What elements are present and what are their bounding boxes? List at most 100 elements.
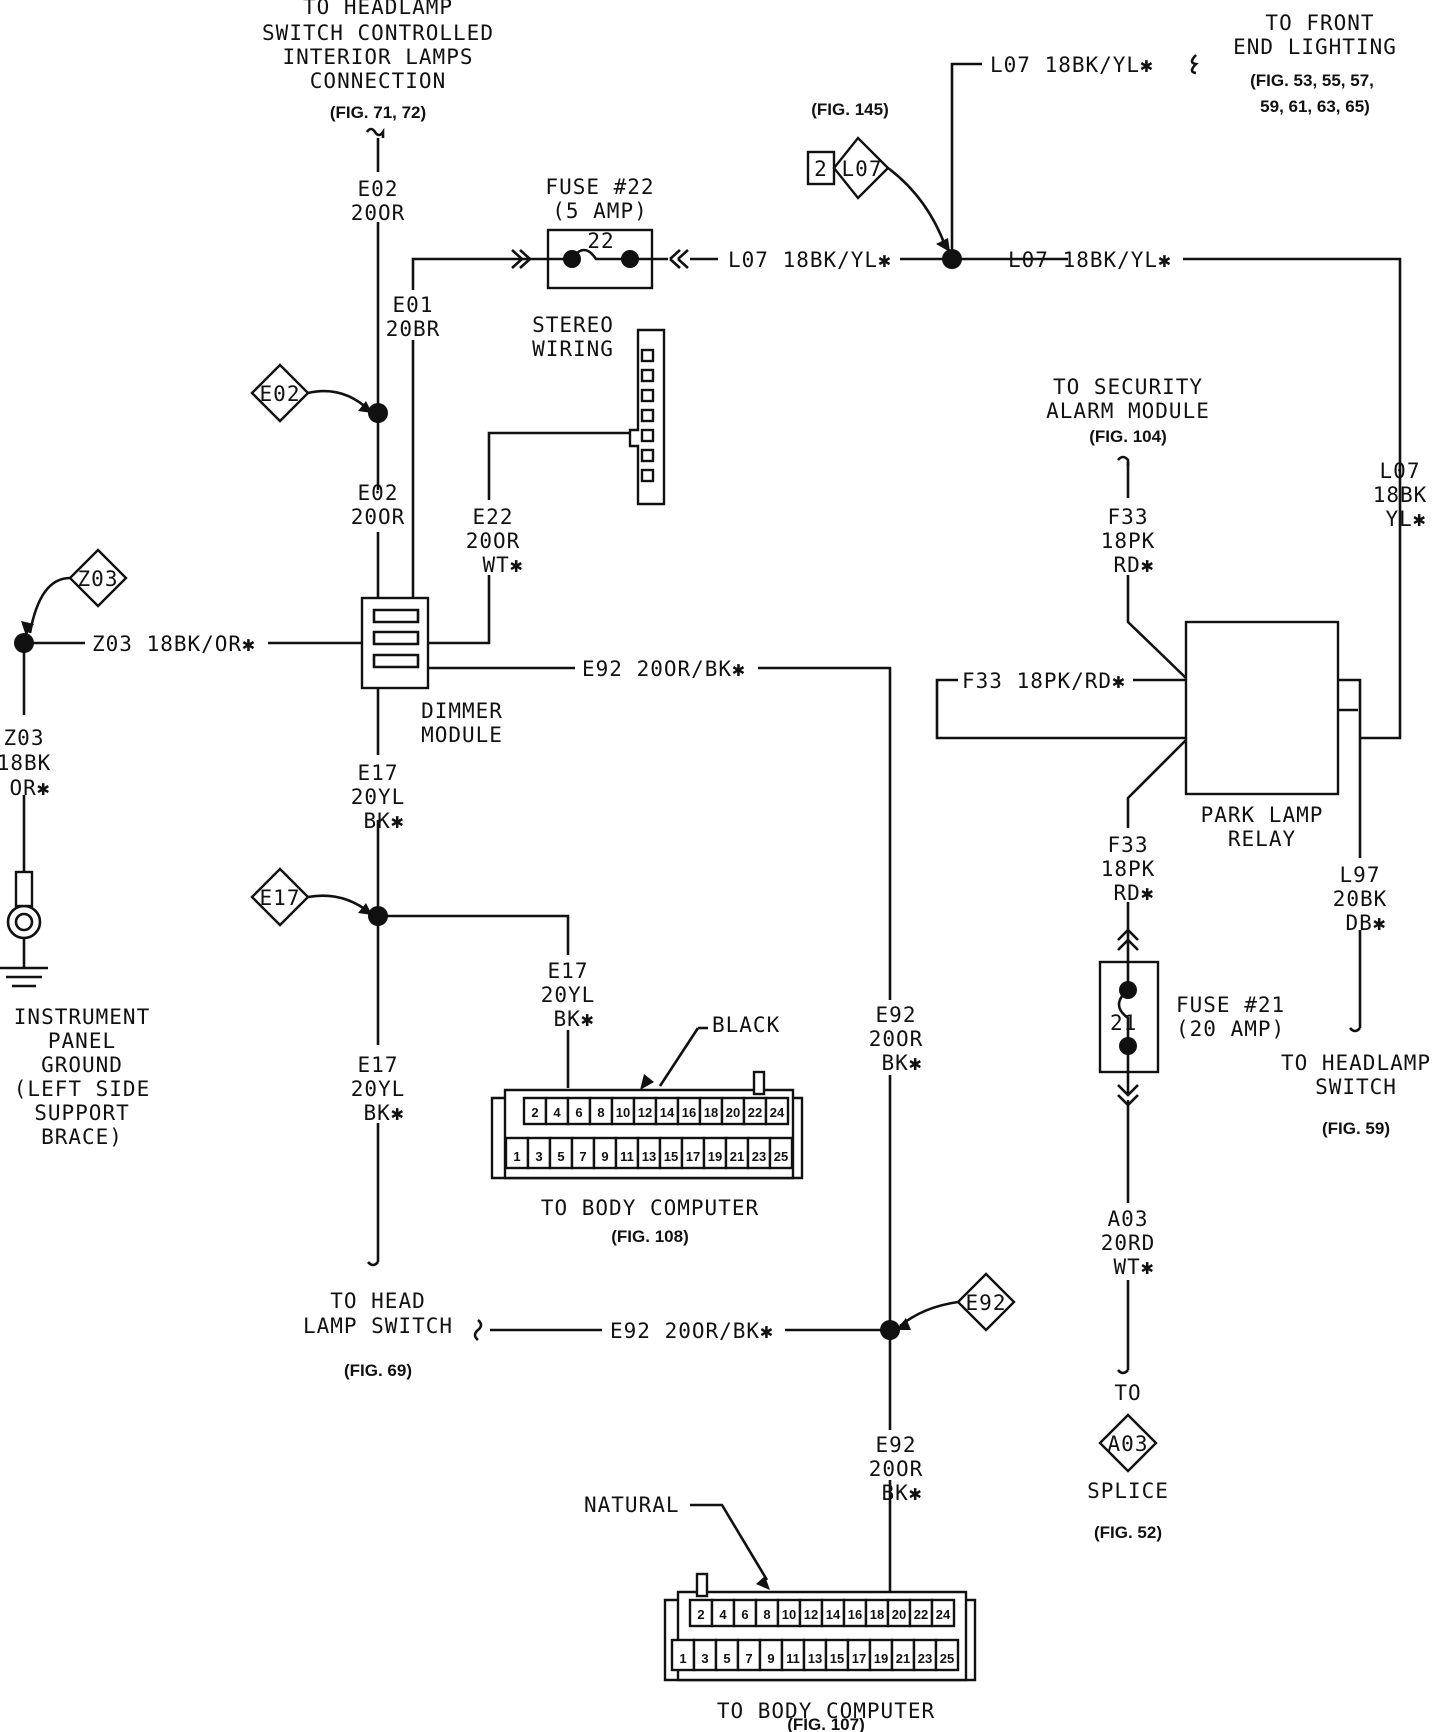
break-headlamp-switch [1349,1027,1361,1033]
fuse-22-node-b [621,250,639,268]
connector-pin-label: 20 [892,1607,906,1622]
svg-text:(FIG. 53, 55, 57,: (FIG. 53, 55, 57, [1250,71,1374,90]
label-security: TO SECURITY [1053,375,1203,399]
connector-pin-label: 23 [918,1651,932,1666]
connector-pin-label: 18 [870,1607,884,1622]
connector-pin-label: 20 [726,1105,740,1120]
connector-pin-cell [930,1598,956,1628]
tag-e92: E92 [896,1272,1016,1332]
svg-text:F33: F33 [1108,833,1149,857]
connector-pin-label: 5 [723,1651,730,1666]
svg-text:20OR: 20OR [869,1457,924,1481]
svg-text:E01: E01 [393,293,434,317]
connector-pin-label: 11 [620,1149,634,1164]
svg-text:E17: E17 [548,959,589,983]
svg-text:18BK: 18BK [0,751,51,775]
svg-text:BK✱: BK✱ [364,809,405,833]
label-black: BLACK [712,1013,780,1037]
fuse-22-node-a [563,250,581,268]
connector-pin-label: 16 [682,1105,696,1120]
svg-text:TO HEAD: TO HEAD [330,1289,426,1313]
label-fuse-22: FUSE #22 [545,175,654,199]
svg-text:E92: E92 [876,1433,917,1457]
connector-pin-label: 2 [697,1607,704,1622]
svg-text:STEREO: STEREO [532,313,614,337]
wire-l97 [1338,678,1362,738]
svg-text:20RD: 20RD [1101,1231,1156,1255]
wire-e17-d [378,914,570,955]
connector-pin-label: 15 [664,1149,678,1164]
instrument-panel-ground [0,870,48,988]
label-to-headlamp-interior-1: TO HEADLAMP [303,0,453,19]
svg-text:TO: TO [1114,1381,1141,1405]
svg-text:(FIG. 52): (FIG. 52) [1094,1523,1162,1542]
svg-text:BK✱: BK✱ [364,1101,405,1125]
break-security [1117,455,1130,466]
svg-text:L97: L97 [1340,863,1381,887]
dimmer-module-pins [372,608,420,669]
svg-text:RD✱: RD✱ [1114,553,1155,577]
fuse-21-node-a [1119,981,1137,999]
connector-pin-label: 4 [719,1607,727,1622]
svg-text:(FIG. 69): (FIG. 69) [344,1361,412,1380]
connector-pin-label: 21 [730,1149,744,1164]
connector-pin-label: 8 [597,1105,604,1120]
wire-e01 [411,257,530,290]
svg-text:A03: A03 [1108,1207,1149,1231]
connector-pin-label: 6 [575,1105,582,1120]
connector-pin-label: 24 [770,1105,785,1120]
svg-text:(FIG. 104): (FIG. 104) [1089,427,1166,446]
svg-text:E17: E17 [260,886,301,910]
connector-pin-label: 25 [774,1149,788,1164]
svg-text:(5 AMP): (5 AMP) [552,199,648,223]
svg-text:LAMP SWITCH: LAMP SWITCH [303,1314,453,1338]
natural-leader [690,1503,769,1581]
label-to-headlamp-interior-3: INTERIOR LAMPS [282,45,473,69]
svg-text:20YL: 20YL [541,983,596,1007]
wire-f33-top-2 [1126,575,1187,679]
connector-pin-label: 14 [660,1105,675,1120]
connector-pin-label: 22 [748,1105,762,1120]
connector-pin-label: 21 [896,1651,910,1666]
break-e92-left [473,1319,483,1341]
label-fuse-21: FUSE #21 [1176,993,1285,1017]
tag-z03: Z03 [21,548,128,636]
svg-text:(FIG. 145): (FIG. 145) [811,100,888,119]
svg-text:OR✱: OR✱ [10,776,51,800]
svg-text:20OR: 20OR [466,529,521,553]
svg-text:END LIGHTING: END LIGHTING [1233,35,1397,59]
svg-text:TO BODY COMPUTER: TO BODY COMPUTER [541,1196,759,1220]
fuse-22: 22 [511,228,689,290]
svg-text:SWITCH: SWITCH [1315,1075,1397,1099]
connector-pin-label: 10 [616,1105,630,1120]
fuse-21: 21 [1098,928,1160,1107]
svg-text:E92: E92 [876,1003,917,1027]
svg-text:BK✱: BK✱ [554,1007,595,1031]
svg-text:SUPPORT: SUPPORT [34,1101,130,1125]
wire-l07-right [1183,257,1402,740]
connector-pin-cell [764,1096,790,1126]
svg-text:RELAY: RELAY [1228,827,1296,851]
wire-break-marks [365,54,1361,1375]
connector-pin-label: 4 [553,1105,561,1120]
wires [22,62,1402,1592]
connector-pin-label: 25 [940,1651,954,1666]
svg-text:E17: E17 [358,761,399,785]
fuse-22-right-terminal [669,249,689,269]
fuse-22-left-terminal [511,249,531,269]
fuse-21-number: 21 [1110,1011,1137,1035]
svg-text:20OR: 20OR [351,505,406,529]
svg-text:BRACE): BRACE) [41,1125,123,1149]
svg-text:YL✱: YL✱ [1386,507,1427,531]
connector-pin-label: 1 [679,1651,686,1666]
label-park-lamp-relay: PARK LAMP [1201,803,1324,827]
connector-pin-label: 13 [642,1149,656,1164]
label-natural: NATURAL [584,1493,680,1517]
connector-pin-label: 19 [708,1149,722,1164]
splice-e02 [368,403,388,423]
